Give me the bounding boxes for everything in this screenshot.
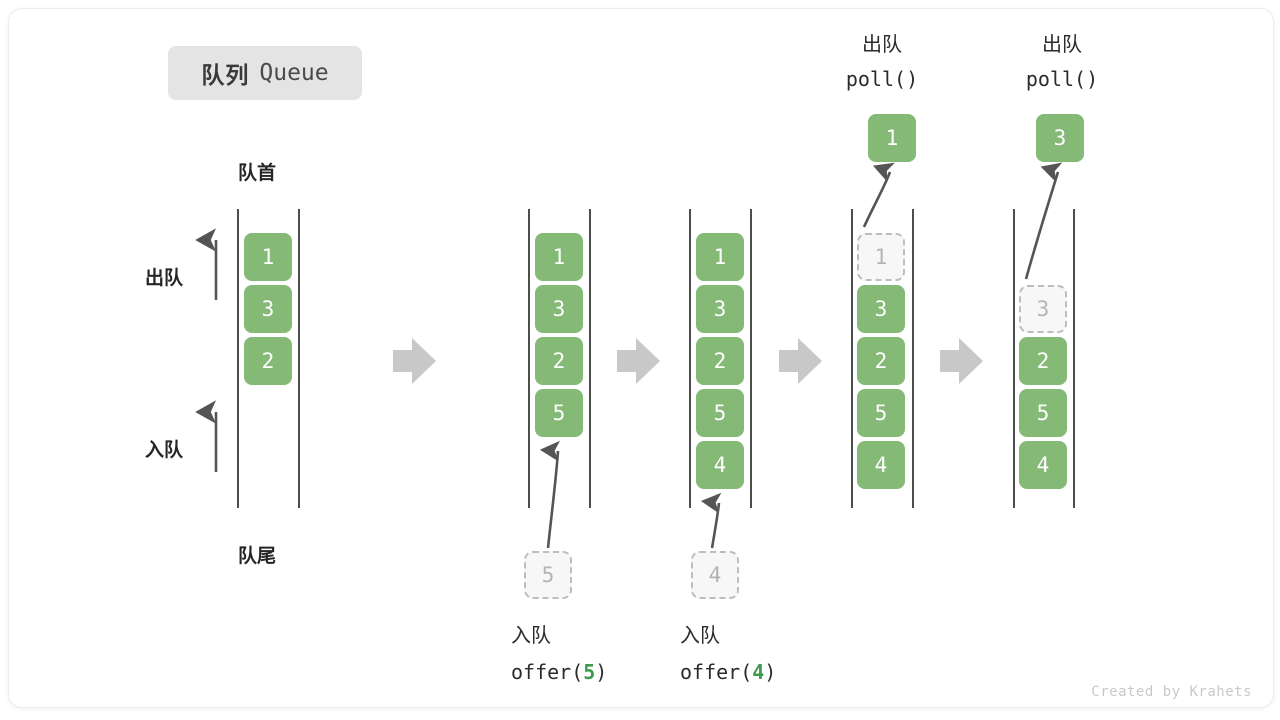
fn-suffix: ) [595, 660, 608, 684]
fn-value: 4 [752, 660, 765, 684]
label-enqueue: 入队 [145, 440, 184, 461]
queue-item: 4 [1019, 441, 1067, 489]
diagram-title-badge: 队列 Queue [168, 46, 362, 100]
incoming-ghost-item: 4 [691, 551, 739, 599]
queue-item: 3 [696, 285, 744, 333]
label-dequeue: 出队 [145, 268, 184, 289]
fn-prefix: offer( [511, 660, 584, 684]
queue-item: 1 [535, 233, 583, 281]
queue-item: 2 [535, 337, 583, 385]
queue-item: 3 [535, 285, 583, 333]
queue-item: 5 [857, 389, 905, 437]
removed-ghost-item: 1 [857, 233, 905, 281]
top-label-cn: 出队 [862, 34, 902, 56]
queue-item: 3 [244, 285, 292, 333]
bottom-label-offer-5: 入队 offer(5) [511, 618, 607, 690]
bottom-label-cn: 入队 [511, 625, 551, 647]
top-label-poll-3: 出队 poll() [1013, 28, 1111, 96]
enqueue-curve-arrow [539, 440, 561, 549]
enqueue-curve-arrow [700, 492, 722, 549]
queue-item-new: 4 [696, 441, 744, 489]
rail-right-col3 [750, 209, 752, 508]
popped-item: 1 [868, 114, 916, 162]
popped-item: 3 [1036, 114, 1084, 162]
rail-right-col1 [298, 209, 300, 508]
transition-arrow [779, 338, 822, 384]
fn-prefix: offer( [680, 660, 753, 684]
incoming-ghost-item: 5 [524, 551, 572, 599]
fn-suffix: ) [764, 660, 777, 684]
dequeue-curve-arrow [1024, 162, 1063, 280]
credit-watermark: Created by Krahets [1091, 684, 1252, 700]
top-label-cn: 出队 [1042, 34, 1082, 56]
queue-item: 3 [857, 285, 905, 333]
queue-item: 1 [696, 233, 744, 281]
rail-right-col2 [589, 209, 591, 508]
top-label-fn: poll() [845, 67, 919, 91]
bottom-label-offer-4: 入队 offer(4) [680, 618, 776, 690]
bottom-label-fn: offer(4) [680, 654, 776, 690]
removed-ghost-item: 3 [1019, 285, 1067, 333]
rail-right-col4 [912, 209, 914, 508]
queue-item: 5 [696, 389, 744, 437]
queue-item: 1 [244, 233, 292, 281]
rail-left-col5 [1013, 209, 1015, 508]
transition-arrow [940, 338, 983, 384]
bottom-label-fn: offer(5) [511, 654, 607, 690]
dequeue-curve-arrow [862, 162, 895, 228]
rail-right-col5 [1073, 209, 1075, 508]
queue-item: 2 [244, 337, 292, 385]
label-queue-tail: 队尾 [238, 546, 277, 567]
bottom-label-cn: 入队 [680, 625, 720, 647]
transition-arrow [617, 338, 660, 384]
rail-left-col2 [528, 209, 530, 508]
label-queue-head: 队首 [238, 163, 277, 184]
queue-item: 2 [696, 337, 744, 385]
fn-value: 5 [583, 660, 596, 684]
queue-item: 2 [857, 337, 905, 385]
diagram-title-en: Queue [259, 60, 329, 86]
rail-left-col3 [689, 209, 691, 508]
queue-item: 2 [1019, 337, 1067, 385]
queue-item: 5 [1019, 389, 1067, 437]
rail-left-col1 [237, 209, 239, 508]
transition-arrow [393, 338, 436, 384]
queue-item-new: 5 [535, 389, 583, 437]
top-label-poll-1: 出队 poll() [833, 28, 931, 96]
rail-left-col4 [851, 209, 853, 508]
diagram-title-cn: 队列 [201, 62, 250, 88]
top-label-fn: poll() [1025, 67, 1099, 91]
queue-item: 4 [857, 441, 905, 489]
